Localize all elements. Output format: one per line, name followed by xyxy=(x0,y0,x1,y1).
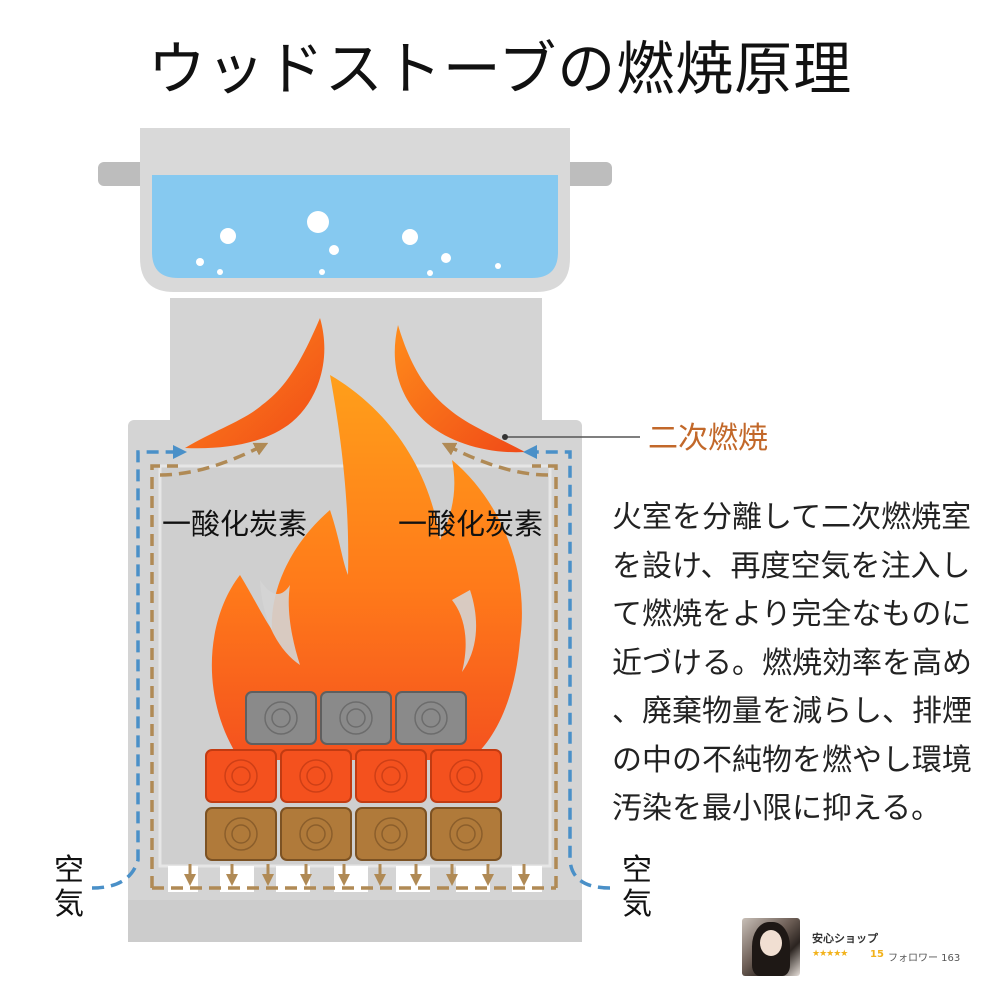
followers-count: フォロワー 163 xyxy=(888,953,961,964)
log xyxy=(355,749,427,803)
main-flame xyxy=(211,375,522,760)
air-label-left: 空気 xyxy=(54,853,84,922)
pot xyxy=(98,128,612,292)
gas-flow-up-left xyxy=(159,442,269,477)
carbon-monoxide-label-right: 一酸化炭素 xyxy=(398,507,543,541)
log xyxy=(205,749,277,803)
rating-stars-icon: ★★★★★ xyxy=(812,949,848,959)
log xyxy=(205,807,277,861)
bubble xyxy=(196,258,204,266)
description-line: 、廃棄物量を減らし、排煙 xyxy=(612,694,972,729)
gas-flow-loop xyxy=(150,464,558,890)
air-label-right: 空気 xyxy=(622,853,652,922)
shop-badge[interactable]: 安心ショップ ★★★★★ 15 フォロワー 163 xyxy=(742,918,992,978)
pot-handle-right xyxy=(560,162,612,186)
page-title: ウッドストーブの燃焼原理 xyxy=(147,35,853,103)
description-line: 汚染を最小限に抑える。 xyxy=(612,791,942,826)
log-row-brown xyxy=(205,807,502,861)
description-line: て燃焼をより完全なものに xyxy=(612,597,972,632)
secondary-flame-right xyxy=(394,325,525,453)
bubble xyxy=(427,270,433,276)
air-flow-left xyxy=(91,445,187,890)
log xyxy=(355,807,427,861)
log-row-burning xyxy=(205,749,502,803)
rating-value: 15 xyxy=(870,949,884,960)
bubble xyxy=(217,269,223,275)
bubble xyxy=(319,269,325,275)
stove-bottom xyxy=(128,900,582,942)
avatar[interactable] xyxy=(742,918,800,976)
gas-flow-up-right xyxy=(441,442,549,477)
log-rings xyxy=(224,701,483,851)
description: 火室を分離して二次燃焼室 を設け、再度空気を注入し て燃焼をより完全なものに 近… xyxy=(612,494,972,834)
air-flow-right xyxy=(523,445,611,890)
log xyxy=(245,691,317,745)
secondary-flame-left xyxy=(185,318,325,449)
description-line: 火室を分離して二次燃焼室 xyxy=(612,500,972,535)
log xyxy=(395,691,467,745)
bubble xyxy=(220,228,236,244)
gas-flow-paths xyxy=(150,442,558,890)
air-flow-paths xyxy=(91,445,611,890)
downward-arrows xyxy=(184,864,530,886)
bubble xyxy=(307,211,329,233)
description-line: を設け、再度空気を注入し xyxy=(612,548,971,584)
log xyxy=(430,749,502,803)
carbon-monoxide-label-left: 一酸化炭素 xyxy=(162,507,307,541)
secondary-combustion-label: 二次燃焼 xyxy=(648,421,768,456)
description-line: の中の不純物を燃やし環境 xyxy=(612,742,972,778)
flame-cutout xyxy=(260,580,300,665)
log xyxy=(280,749,352,803)
bubble xyxy=(495,263,501,269)
flame-cutout xyxy=(452,590,477,672)
logs xyxy=(205,691,502,861)
shop-name[interactable]: 安心ショップ xyxy=(812,932,878,945)
log xyxy=(280,807,352,861)
log xyxy=(430,807,502,861)
description-line: 近づける。燃焼効率を高め xyxy=(612,645,972,681)
bubble xyxy=(329,245,339,255)
bubbles xyxy=(196,211,501,276)
flame-outer xyxy=(211,375,522,760)
bubble xyxy=(441,253,451,263)
pot-water xyxy=(152,175,558,278)
secondary-callout-dot xyxy=(502,434,508,440)
log-row-gray xyxy=(245,691,467,745)
bubble xyxy=(402,229,418,245)
pot-handle-left xyxy=(98,162,150,186)
log xyxy=(320,691,392,745)
